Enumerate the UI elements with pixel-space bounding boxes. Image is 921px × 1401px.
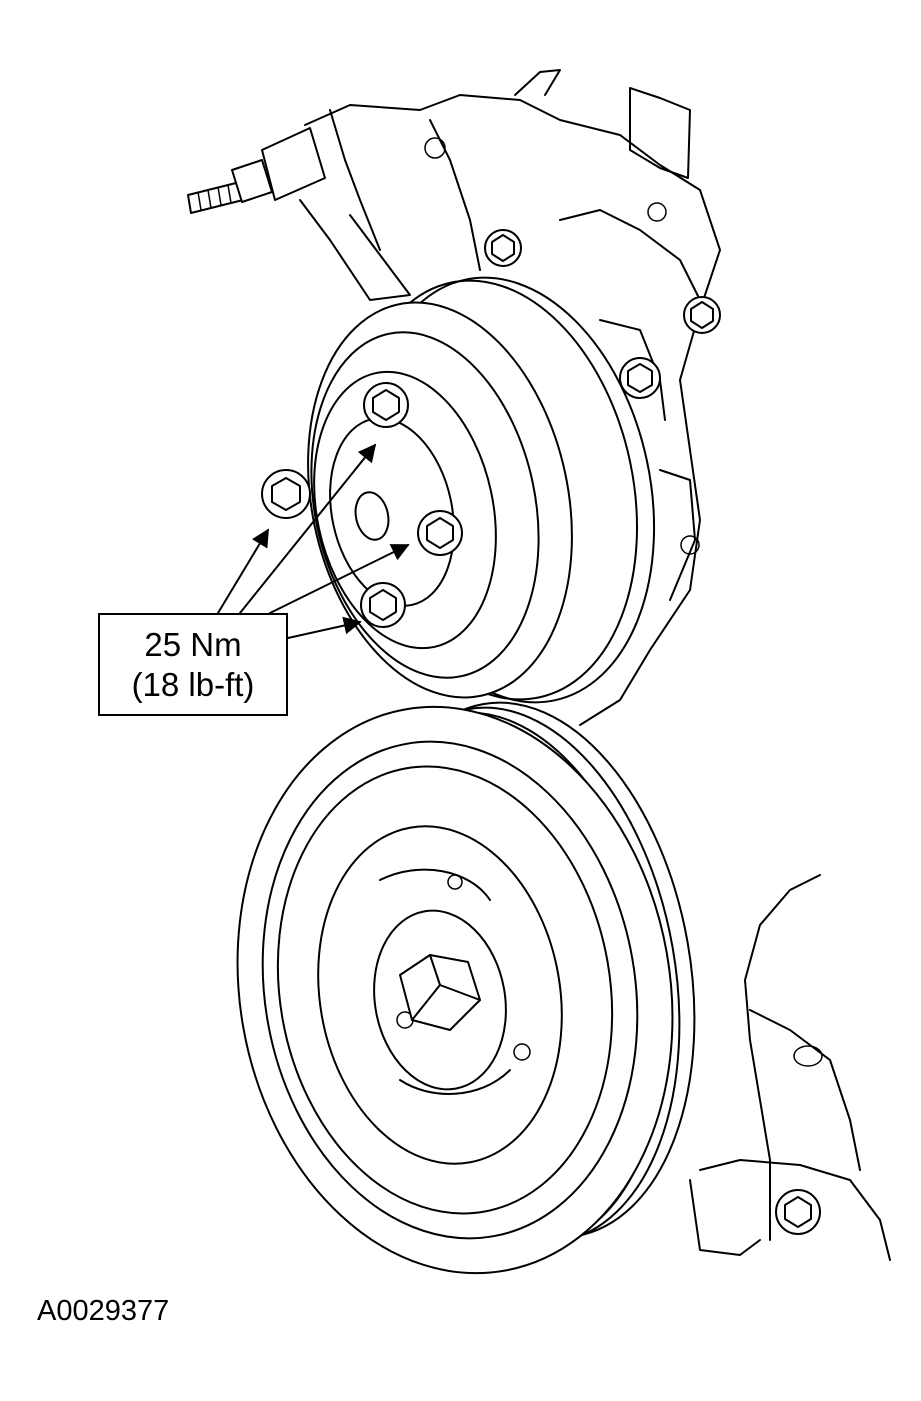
leader-arrows — [217, 443, 410, 639]
engine-block-lower — [689, 874, 891, 1261]
pulley-bolts — [261, 382, 463, 628]
figure-id: A0029377 — [37, 1295, 170, 1327]
torque-metric-label: 25 Nm — [144, 625, 242, 663]
crankshaft-bolt — [399, 954, 481, 1031]
bracket-bolts — [484, 229, 721, 399]
engine-bracket — [299, 69, 721, 726]
water-pump-pulley — [307, 276, 656, 704]
torque-imperial-label: (18 lb-ft) — [131, 665, 255, 703]
stud-bolt — [187, 127, 326, 214]
torque-callout: 25 Nm (18 lb-ft) — [98, 613, 288, 716]
